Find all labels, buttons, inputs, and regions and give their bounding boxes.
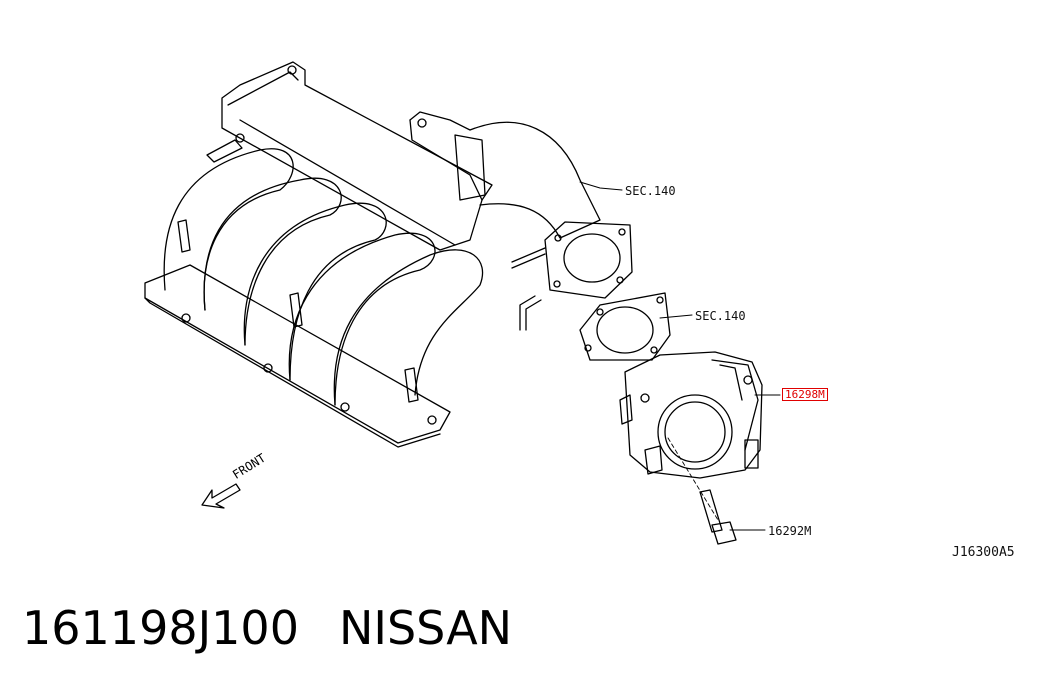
manifold-runner-3 [243,202,387,381]
part-caption: 161198J100 NISSAN [22,600,512,656]
lower-gasket [579,292,671,361]
brand-name: NISSAN [338,601,513,655]
label-bolt-part[interactable]: 16292M [768,524,812,538]
manifold-runner-4 [288,232,436,406]
manifold-base-flange [144,264,451,444]
intake-duct [409,111,601,239]
label-diagram-reference: J16300A5 [952,545,1015,560]
intake-manifold-drawing [144,61,781,545]
part-number: 161198J100 [22,601,299,655]
label-sec-lower: SEC.140 [695,309,746,323]
label-highlighted-part[interactable]: 16298M [782,388,828,401]
front-arrow-icon [201,483,241,509]
manifold-plenum [221,61,493,251]
throttle-body [624,351,763,479]
manifold-runner-2 [203,177,342,346]
throttle-bolt [699,489,723,533]
parts-diagram: SEC.140 SEC.140 16298M 16292M J16300A5 F… [144,61,1015,560]
upper-gasket [544,221,633,299]
manifold-runner-1 [163,148,294,311]
label-sec-upper: SEC.140 [625,184,676,198]
